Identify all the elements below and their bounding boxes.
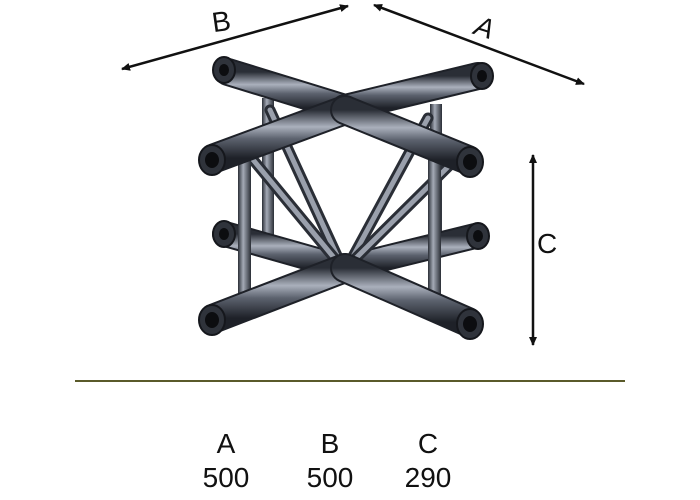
- spec-value-a: 500: [202, 462, 250, 493]
- dimension-b-label: B: [209, 4, 233, 39]
- dimension-b-arrow: [121, 4, 349, 71]
- spec-column-a: A 500: [186, 428, 266, 496]
- spec-header-a: A: [216, 428, 236, 459]
- truss-cross-junction: [198, 56, 494, 340]
- spec-header-c: C: [417, 428, 439, 459]
- dimension-a-arrow: [373, 3, 585, 86]
- spec-value-c: 290: [404, 462, 452, 493]
- spec-value-b: 500: [306, 462, 354, 493]
- dimension-c-label: C: [537, 228, 558, 259]
- spec-column-c: C 290: [388, 428, 468, 496]
- dimension-spec-table: A 500 B 500 C 290: [190, 428, 470, 500]
- spec-column-b: B 500: [290, 428, 370, 496]
- spec-header-b: B: [320, 428, 340, 459]
